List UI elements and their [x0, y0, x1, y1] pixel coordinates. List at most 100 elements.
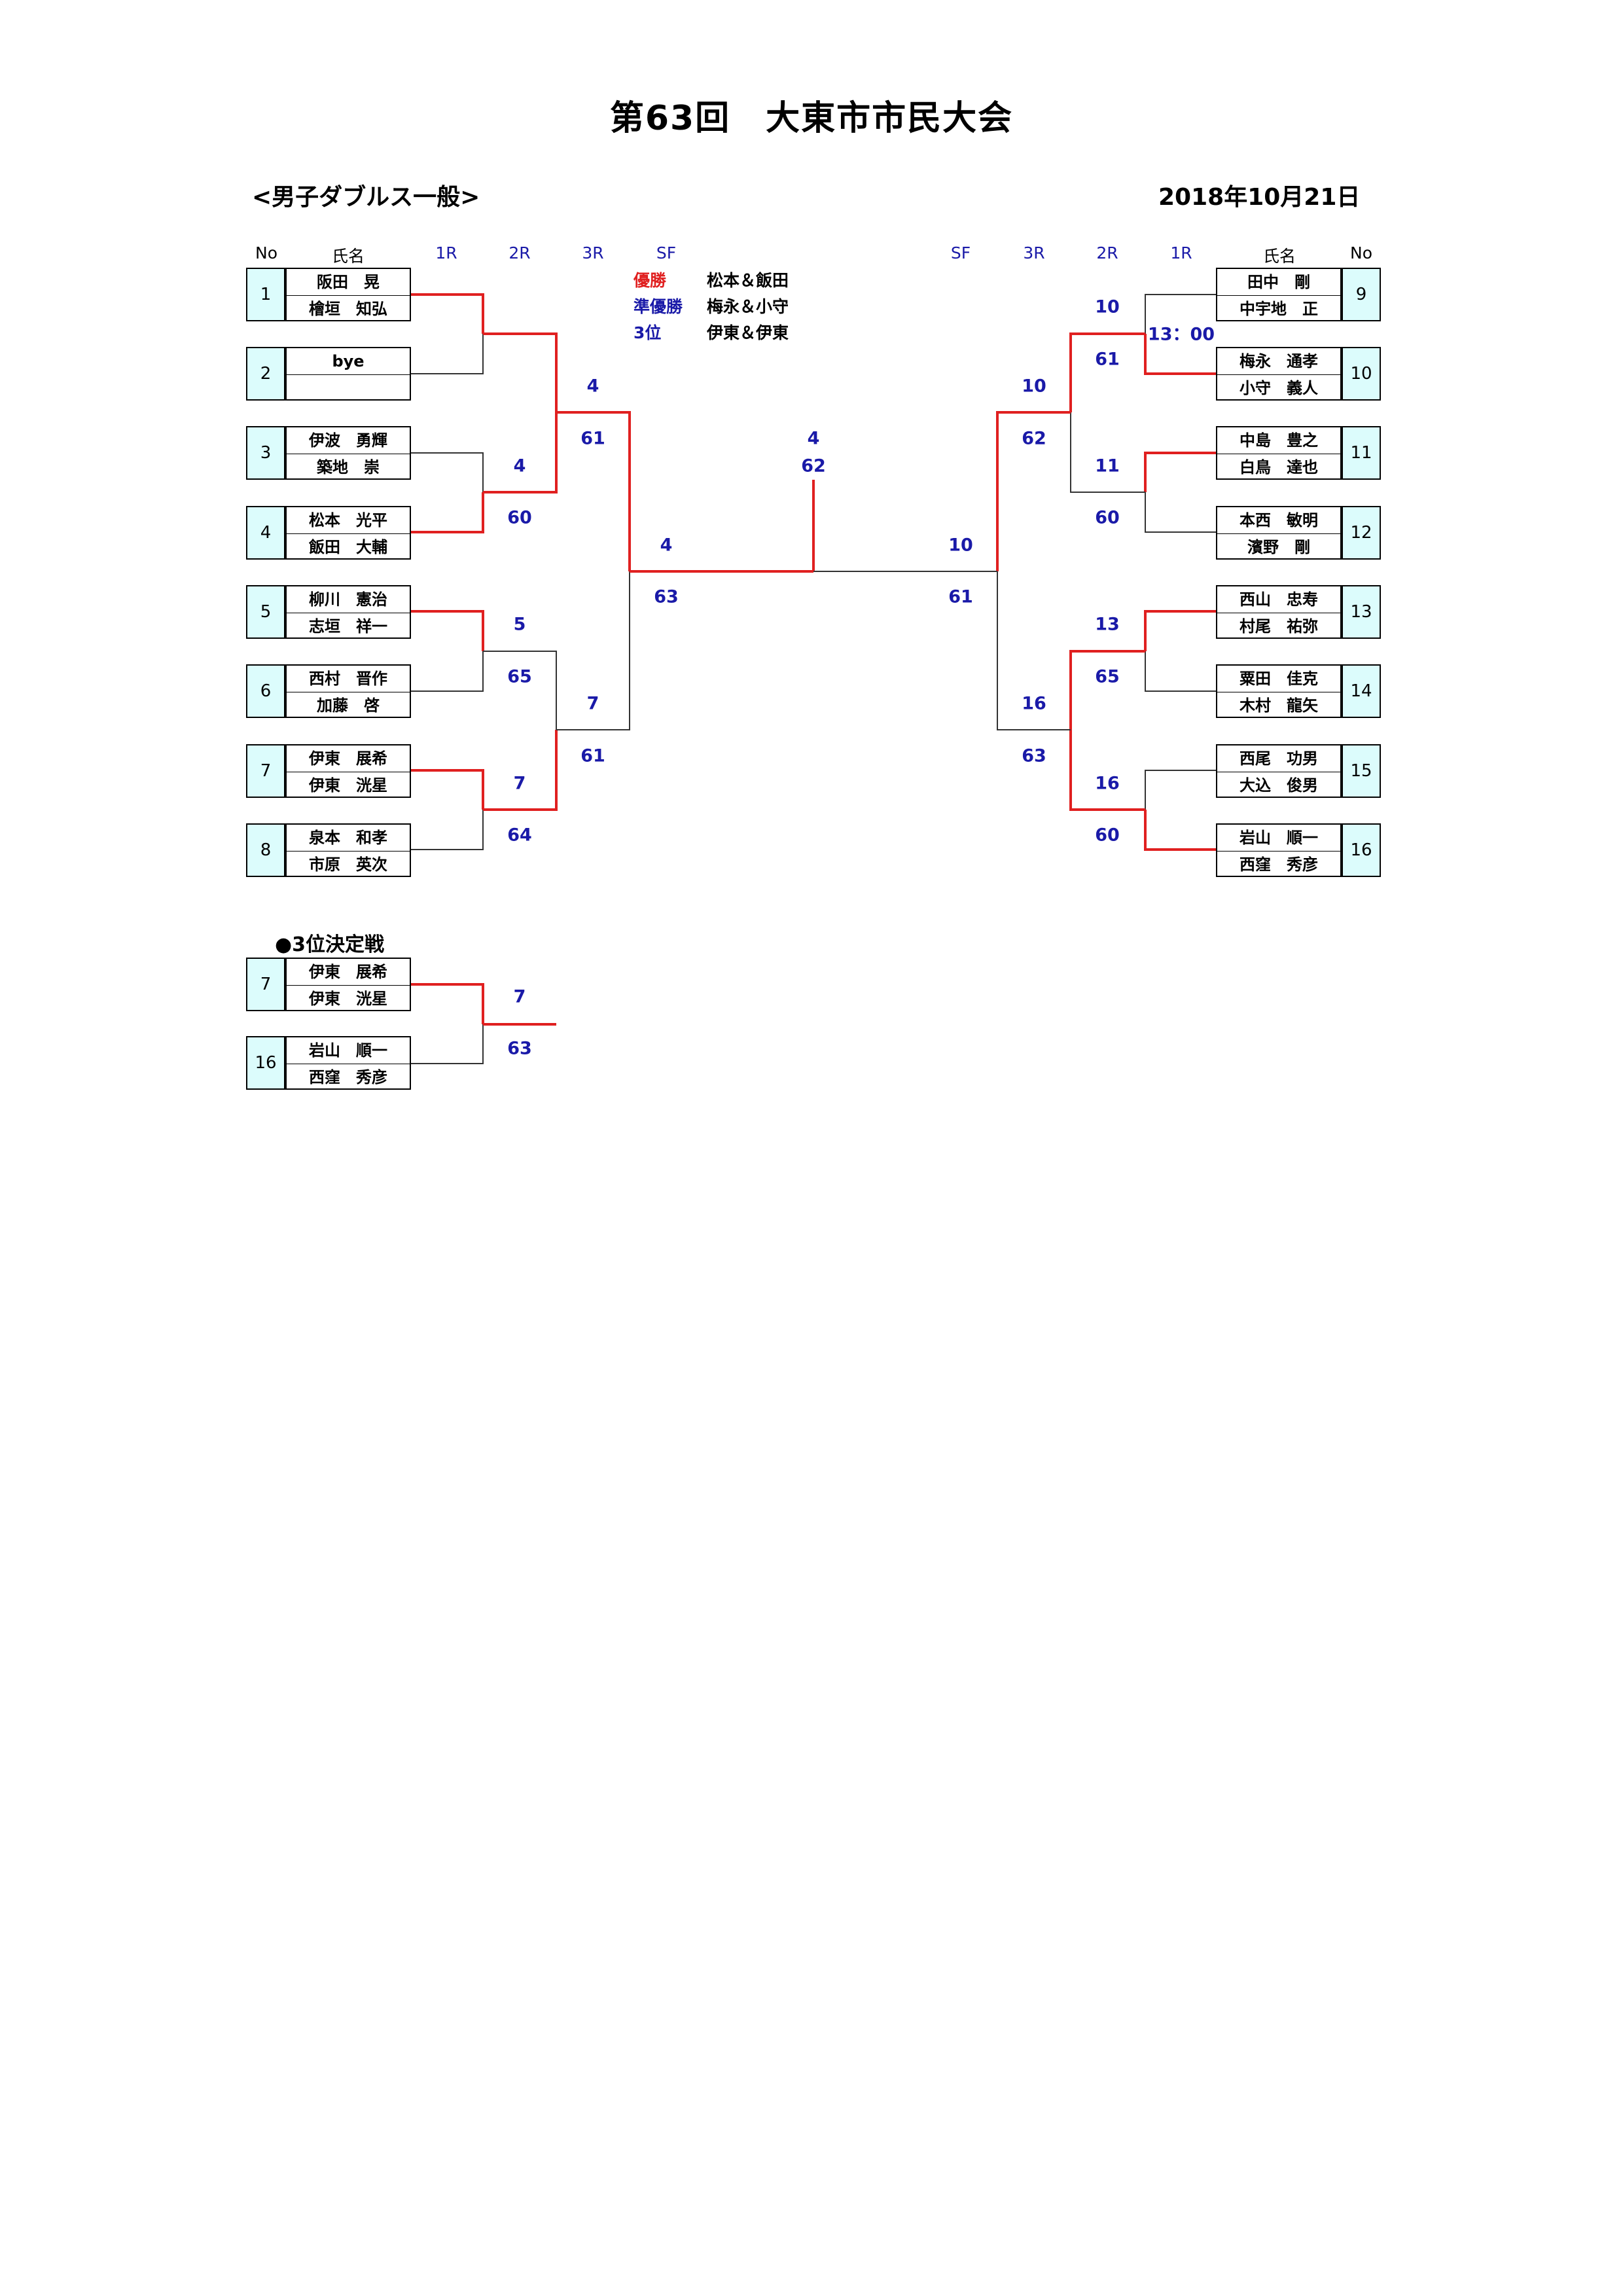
seed-number: 7 — [246, 744, 285, 798]
bracket-line — [411, 810, 484, 850]
score-r-r3b-score: 63 — [1022, 745, 1046, 766]
player-2-name: 木村 龍矢 — [1217, 692, 1340, 719]
player-2-name: 大込 俊男 — [1217, 772, 1340, 798]
col-2r-left: 2R — [508, 243, 531, 262]
player-1-name: 岩山 順一 — [309, 1041, 387, 1060]
team-names: 柳川 憲治志垣 祥一 — [285, 585, 411, 639]
bracket-line — [1069, 730, 1145, 811]
player-2-name — [287, 374, 410, 401]
seed-number: 15 — [1342, 744, 1381, 798]
score-r-sf-winner: 10 — [948, 535, 973, 556]
player-2-name: 村尾 祐弥 — [1217, 613, 1340, 639]
player-1-name: 泉本 和孝 — [309, 829, 387, 847]
bracket-line — [1069, 650, 1145, 730]
team-names: 西村 晋作加藤 啓 — [285, 664, 411, 718]
bracket-line — [483, 651, 557, 730]
bracket-line — [411, 334, 484, 374]
bracket-line — [483, 412, 558, 493]
player-1-name: 伊東 展希 — [309, 963, 387, 981]
player-1-name: 伊東 展希 — [309, 749, 387, 768]
player-1-name: 本西 敏明 — [1240, 511, 1318, 529]
score-r-r2d-score: 60 — [1095, 825, 1120, 846]
col-2r-right: 2R — [1096, 243, 1118, 262]
col-no-right: No — [1350, 243, 1372, 262]
player-2-name: 加藤 啓 — [287, 692, 410, 719]
score-l-r3b-score: 61 — [580, 745, 605, 766]
match-time: 13：00 — [1147, 324, 1215, 345]
page-title: 第63回 大東市市民大会 — [609, 99, 1014, 138]
bracket-line — [1070, 412, 1145, 493]
col-1r-left: 1R — [435, 243, 457, 262]
seed-number: 16 — [1342, 823, 1381, 877]
col-1r-right: 1R — [1170, 243, 1192, 262]
score-r-r2d-winner: 16 — [1095, 773, 1120, 794]
seed-number: 1 — [246, 268, 285, 321]
player-1-name: 伊波 勇輝 — [309, 431, 387, 450]
seed-number: 8 — [246, 823, 285, 877]
seed-number: 13 — [1342, 585, 1381, 639]
third-place-title: ●3位決定戦 — [275, 933, 385, 956]
team-names: 岩山 順一西窪 秀彦 — [1216, 823, 1342, 877]
score-r-r2a-score: 61 — [1095, 349, 1120, 370]
category-label: <男子ダブルス一般> — [252, 184, 480, 211]
player-2-name: 飯田 大輔 — [287, 533, 410, 560]
player-2-name: 小守 義人 — [1217, 374, 1340, 401]
team-names: 田中 剛中宇地 正 — [1216, 268, 1342, 321]
team-names: 岩山 順一西窪 秀彦 — [285, 1036, 411, 1090]
score-final-score: 62 — [801, 456, 826, 476]
score-r-r2a-winner: 10 — [1095, 296, 1120, 317]
player-1-name: 西尾 功男 — [1240, 749, 1318, 768]
seed-number: 6 — [246, 664, 285, 718]
score-l-r2c-winner: 7 — [513, 773, 526, 794]
seed-number: 16 — [246, 1036, 285, 1090]
seed-number: 12 — [1342, 506, 1381, 560]
bracket-line — [411, 1024, 484, 1064]
third-value: 伊東＆伊東 — [707, 323, 789, 342]
player-2-name: 白鳥 達也 — [1217, 454, 1340, 480]
player-1-name: 西山 忠寿 — [1240, 590, 1318, 609]
col-3r-left: 3R — [582, 243, 604, 262]
player-1-name: bye — [332, 352, 365, 370]
col-name-left: 氏名 — [331, 247, 365, 266]
seed-number: 3 — [246, 426, 285, 480]
player-1-name: 岩山 順一 — [1240, 829, 1318, 847]
player-1-name: 粟田 佳克 — [1240, 670, 1318, 688]
col-no-left: No — [255, 243, 277, 262]
player-1-name: 柳川 憲治 — [309, 590, 387, 609]
player-1-name: 梅永 通孝 — [1240, 352, 1318, 370]
bracket-line — [1145, 770, 1216, 810]
score-l-r2b-score: 65 — [507, 666, 532, 687]
bracket-line — [411, 651, 484, 692]
player-2-name: 西窪 秀彦 — [287, 1064, 410, 1090]
seed-number: 10 — [1342, 347, 1381, 401]
champion-label: 優勝 — [633, 271, 667, 290]
team-names: 西山 忠寿村尾 祐弥 — [1216, 585, 1342, 639]
score-l-r2c-score: 64 — [507, 825, 532, 846]
bracket-line — [411, 983, 484, 1024]
seed-number: 2 — [246, 347, 285, 401]
score-r-r2c-score: 65 — [1095, 666, 1120, 687]
player-2-name: 西窪 秀彦 — [1217, 851, 1340, 878]
col-sf-right: SF — [950, 243, 971, 262]
score-l-r2a-winner: 4 — [513, 456, 526, 476]
score-l-r3a-score: 61 — [580, 428, 605, 449]
team-names: 梅永 通孝小守 義人 — [1216, 347, 1342, 401]
event-date: 2018年10月21日 — [1158, 184, 1361, 211]
bracket-line — [483, 332, 558, 412]
bracket-line — [1144, 452, 1216, 492]
player-2-name: 築地 崇 — [287, 454, 410, 480]
score-r-r2b-winner: 11 — [1095, 456, 1120, 476]
player-2-name: 伊東 洸星 — [287, 985, 410, 1012]
player-2-name: 檜垣 知弘 — [287, 295, 410, 322]
bracket-line — [556, 411, 631, 571]
bracket-line — [1144, 334, 1216, 375]
team-names: 伊東 展希伊東 洸星 — [285, 958, 411, 1011]
seed-number: 7 — [246, 958, 285, 1011]
player-2-name: 伊東 洸星 — [287, 772, 410, 798]
score-r-r2c-winner: 13 — [1095, 614, 1120, 635]
team-names: 中島 豊之白鳥 達也 — [1216, 426, 1342, 480]
bracket-line — [996, 411, 1071, 571]
bracket-line — [411, 492, 484, 533]
seed-number: 5 — [246, 585, 285, 639]
team-names: 本西 敏明濱野 剛 — [1216, 506, 1342, 560]
